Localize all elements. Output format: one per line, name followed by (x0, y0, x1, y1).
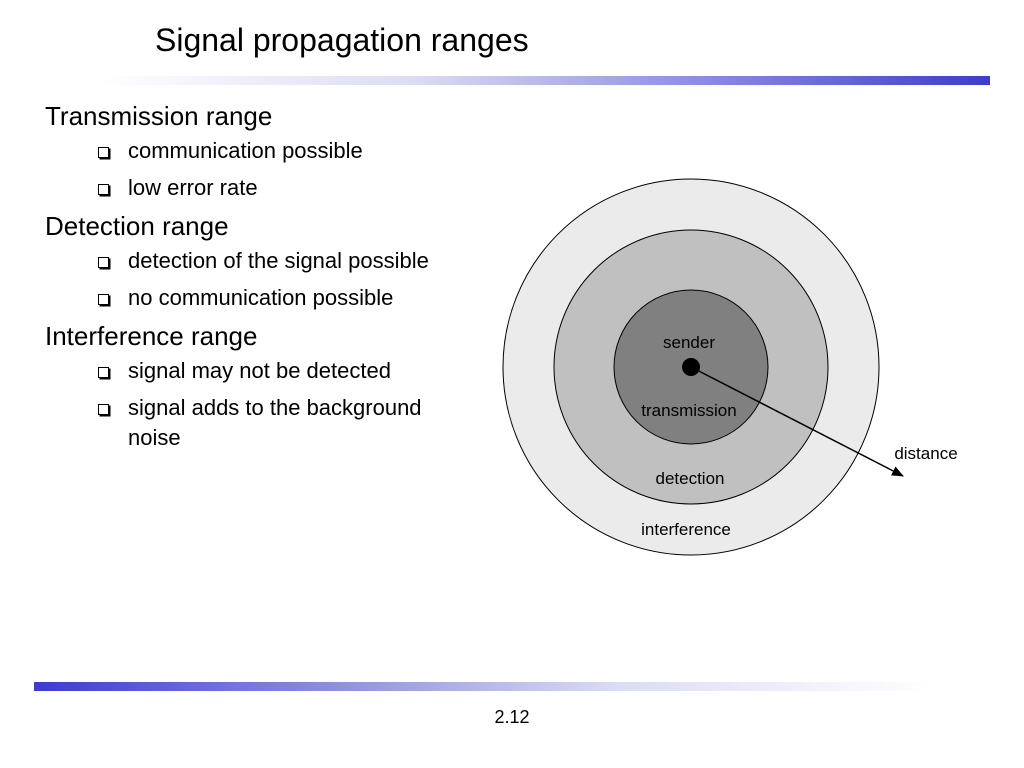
title-underline-rule (100, 76, 990, 85)
distance-arrow (690, 366, 904, 477)
box-bullet-icon (98, 404, 109, 415)
list-item: signal adds to the background noise (45, 393, 445, 453)
sub-list: signal may not be detected signal adds t… (45, 356, 445, 453)
box-bullet-icon (98, 257, 109, 268)
interference-label: interference (641, 520, 731, 539)
list-item-text: detection of the signal possible (128, 248, 429, 273)
page-number: 2.12 (494, 707, 530, 727)
distance-label: distance (894, 444, 957, 463)
box-bullet-icon (98, 294, 109, 305)
bullet-list: Transmission range communication possibl… (45, 100, 445, 460)
footer-rule (34, 682, 934, 691)
sub-list: detection of the signal possible no comm… (45, 246, 445, 313)
list-item-text: communication possible (128, 138, 363, 163)
detection-label: detection (656, 469, 725, 488)
list-item-text: signal adds to the background noise (128, 395, 422, 450)
list-item: detection of the signal possible (45, 246, 445, 276)
box-bullet-icon (98, 184, 109, 195)
list-item: low error rate (45, 173, 445, 203)
section-heading: Transmission range (45, 101, 273, 131)
slide-title: Signal propagation ranges (155, 22, 529, 58)
sender-label: sender (663, 333, 715, 352)
box-bullet-icon (98, 367, 109, 378)
sender-dot (682, 358, 700, 376)
list-item-text: no communication possible (128, 285, 394, 310)
section-transmission-range: Transmission range communication possibl… (45, 100, 445, 203)
sub-list: communication possible low error rate (45, 136, 445, 203)
list-item: no communication possible (45, 283, 445, 313)
section-interference-range: Interference range signal may not be det… (45, 320, 445, 453)
section-heading: Detection range (45, 211, 229, 241)
box-bullet-icon (98, 147, 109, 158)
range-diagram: sender transmission detection interferen… (480, 170, 1000, 570)
transmission-label: transmission (641, 401, 736, 420)
list-item: communication possible (45, 136, 445, 166)
range-diagram-svg: sender transmission detection interferen… (502, 178, 958, 556)
list-item: signal may not be detected (45, 356, 445, 386)
section-heading: Interference range (45, 321, 258, 351)
list-item-text: signal may not be detected (128, 358, 391, 383)
list-item-text: low error rate (128, 175, 258, 200)
section-detection-range: Detection range detection of the signal … (45, 210, 445, 313)
